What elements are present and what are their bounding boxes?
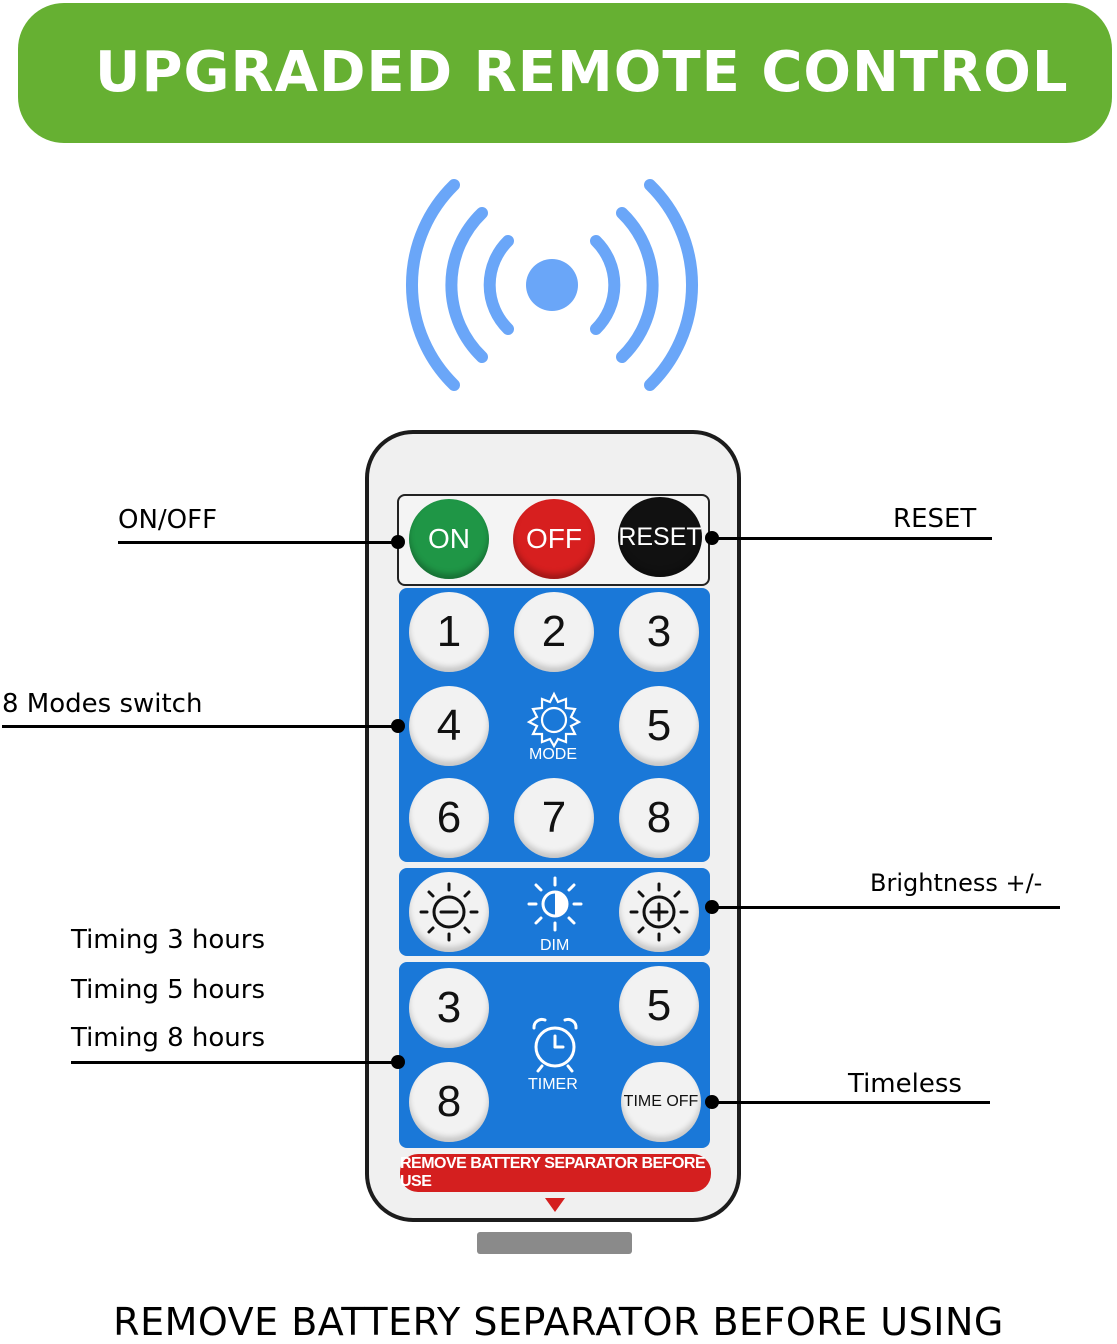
on-button[interactable]: ON: [409, 499, 489, 579]
annotation-brightness: Brightness +/-: [870, 869, 1043, 897]
mode-label: MODE: [529, 746, 577, 763]
brightness-down-button[interactable]: [409, 872, 489, 952]
battery-separator-tab[interactable]: [477, 1232, 632, 1254]
reset-button[interactable]: RESET: [618, 497, 702, 577]
annotation-on-off-dot: [391, 535, 405, 549]
timer-button-3[interactable]: 3: [409, 968, 489, 1048]
off-button-label: OFF: [526, 523, 582, 554]
brightness-up-button[interactable]: [619, 872, 699, 952]
dim-label: DIM: [540, 937, 570, 954]
on-button-label: ON: [428, 523, 470, 554]
timer-button-5[interactable]: 5: [619, 966, 699, 1046]
annotation-timing-5: Timing 5 hours: [71, 975, 266, 1005]
off-button[interactable]: OFF: [513, 499, 595, 579]
time-off-label: TIME OFF: [623, 1093, 699, 1110]
timer-label: TIMER: [528, 1076, 578, 1093]
annotation-on-off: ON/OFF: [118, 505, 218, 535]
brightness-minus-icon: [419, 882, 479, 942]
footer-notice: REMOVE BATTERY SEPARATOR BEFORE USING: [113, 1300, 1004, 1344]
title-banner: [18, 3, 1112, 143]
arrow-down-icon: [545, 1198, 565, 1212]
dim-sun-icon: [527, 876, 583, 932]
timer-button-8[interactable]: 8: [409, 1062, 489, 1142]
gear-icon: [526, 691, 582, 749]
annotation-timing-line: [71, 1061, 398, 1064]
mode-button-3[interactable]: 3: [619, 592, 699, 672]
annotation-modes-line: [2, 725, 398, 728]
annotation-brightness-line: [712, 906, 1060, 909]
annotation-on-off-line: [118, 541, 398, 544]
mode-button-8[interactable]: 8: [619, 778, 699, 858]
annotation-modes: 8 Modes switch: [2, 689, 203, 719]
annotation-timeless: Timeless: [848, 1069, 962, 1099]
time-off-button[interactable]: TIME OFF: [621, 1062, 701, 1142]
mode-button-7[interactable]: 7: [514, 778, 594, 858]
reset-button-label: RESET: [618, 522, 702, 551]
mode-button-6[interactable]: 6: [409, 778, 489, 858]
battery-separator-text: REMOVE BATTERY SEPARATOR BEFORE USE: [400, 1155, 706, 1190]
annotation-modes-dot: [391, 719, 405, 733]
annotation-timeless-dot: [705, 1095, 719, 1109]
mode-button-4[interactable]: 4: [409, 686, 489, 766]
annotation-timing-8: Timing 8 hours: [71, 1023, 266, 1053]
annotation-brightness-dot: [705, 900, 719, 914]
mode-button-2[interactable]: 2: [514, 592, 594, 672]
brightness-plus-icon: [629, 882, 689, 942]
annotation-reset-dot: [705, 531, 719, 545]
battery-separator-strip: REMOVE BATTERY SEPARATOR BEFORE USE: [400, 1154, 711, 1192]
annotation-reset-line: [712, 537, 992, 540]
mode-button-5[interactable]: 5: [619, 686, 699, 766]
alarm-clock-icon: [532, 1017, 578, 1073]
annotation-timing-3: Timing 3 hours: [71, 925, 266, 955]
wireless-signal-icon: [406, 179, 698, 391]
annotation-reset: RESET: [893, 504, 977, 534]
annotation-timeless-line: [712, 1101, 990, 1104]
banner-title: UPGRADED REMOTE CONTROL: [95, 40, 1069, 105]
mode-button-1[interactable]: 1: [409, 592, 489, 672]
annotation-timing-dot: [391, 1055, 405, 1069]
